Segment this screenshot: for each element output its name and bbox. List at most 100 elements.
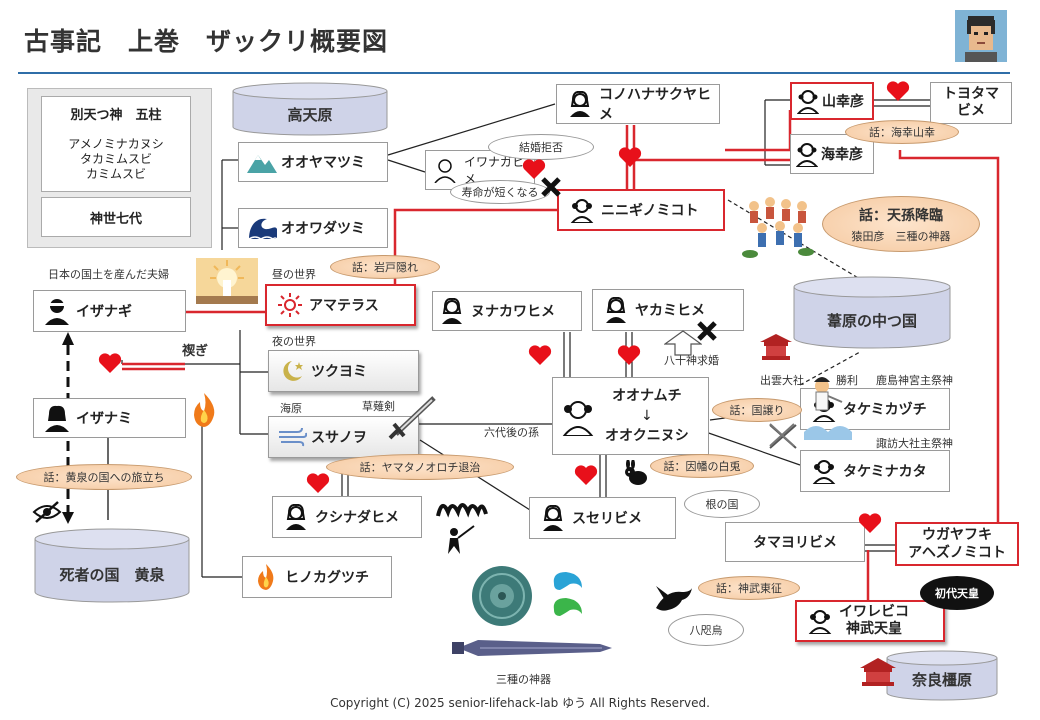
betsuamatsukami-title: 別天つ神 五柱	[70, 108, 162, 123]
izanami-box[interactable]: イザナミ	[33, 398, 186, 438]
konohana-box[interactable]: コノハナサクヤヒメ	[556, 84, 720, 124]
kashima-note: 鹿島神宮主祭神	[876, 374, 953, 387]
izanagi-label: イザナギ	[76, 304, 132, 320]
yakami-box[interactable]: ヤカミヒメ	[592, 289, 744, 331]
shodai-tennou-badge: 初代天皇	[920, 576, 994, 610]
amaterasu-illustration	[196, 258, 258, 304]
ninigi-box[interactable]: ニニギノミコト	[557, 189, 725, 231]
suwa-note: 諏訪大社主祭神	[876, 437, 953, 450]
nunakawa-label: ヌナカワヒメ	[471, 304, 555, 320]
yakami-label: ヤカミヒメ	[635, 303, 705, 319]
male-person-icon	[795, 139, 819, 169]
toyotama-box[interactable]: トヨタマ ビメ	[930, 82, 1012, 124]
mountain-icon	[247, 147, 277, 177]
oowadatsumi-box[interactable]: オオワダツミ	[238, 208, 388, 248]
tamayori-box[interactable]: タマヨリビメ	[725, 522, 865, 562]
izanagi-box[interactable]: イザナギ	[33, 290, 186, 332]
jinmu-tousei-bubble: 話：神武東征	[698, 576, 800, 600]
umisachi-box[interactable]: 海幸彦	[790, 134, 874, 174]
oowadatsumi-label: オオワダツミ	[281, 221, 365, 237]
yatagarasu-bubble: 八咫烏	[668, 614, 744, 646]
iwato-bubble: 話：岩戸隠れ	[330, 255, 440, 279]
izanami-label: イザナミ	[76, 411, 132, 427]
iwarebiko-box[interactable]: イワレビコ 神武天皇	[795, 600, 945, 642]
male-person-icon	[796, 86, 820, 116]
mirror-icon	[472, 566, 532, 626]
amaterasu-box[interactable]: アマテラス	[265, 284, 416, 326]
yamasachi-label: 山幸彦	[822, 94, 864, 110]
izanami-fire-icon	[194, 393, 215, 427]
yatagarasu-text: 八咫烏	[689, 624, 723, 637]
sacred-sword-icon	[452, 640, 612, 656]
nara-cylinder: 奈良橿原	[886, 650, 998, 702]
susanoo-box[interactable]: スサノヲ	[268, 416, 419, 458]
ooyamatsumi-box[interactable]: オオヤマツミ	[238, 142, 388, 182]
kushinada-box[interactable]: クシナダヒメ	[272, 496, 422, 538]
tenson-korin-bubble: 話：天孫降臨 猿田彦 三種の神器	[822, 196, 980, 252]
yomi-trip-bubble: 話：黄泉の国への旅立ち	[16, 464, 192, 490]
sun-icon	[275, 290, 305, 320]
takamagahara-label: 高天原	[287, 106, 333, 124]
izumo-shrine-icon	[760, 334, 792, 360]
yasogami-note: 八十神求婚	[664, 354, 719, 367]
tamayori-label: タマヨリビメ	[753, 535, 837, 551]
moon-icon	[277, 356, 307, 386]
betsuamatsukami-name: カミムスビ	[85, 167, 146, 181]
ugaya-label-line: ウガヤフキ	[922, 527, 992, 543]
umisachi-story-text: 話：海幸山幸	[869, 126, 935, 139]
oonamuchi-box[interactable]: オオナムチ ↓ オオクニヌシ	[552, 377, 709, 455]
betsuamatsukami-box: 別天つ神 五柱 アメノミナカヌシ タカミムスビ カミムスビ	[41, 96, 191, 192]
umisachi-label: 海幸彦	[821, 147, 863, 163]
ashihara-label: 葦原の中つ国	[826, 312, 917, 330]
transform-arrow: ↓	[641, 408, 653, 424]
iwarebiko-label: イワレビコ	[839, 604, 909, 620]
nunakawa-box[interactable]: ヌナカワヒメ	[432, 291, 582, 331]
tsukuyomi-box[interactable]: ツクヨミ	[268, 350, 419, 392]
yomi-trip-text: 話：黄泉の国への旅立ち	[43, 471, 165, 484]
takeminakata-box[interactable]: タケミナカタ	[800, 450, 950, 492]
author-avatar	[955, 10, 1007, 62]
nenokuni-text: 根の国	[705, 498, 739, 511]
kekkon-kyohi-text: 結婚拒否	[519, 141, 563, 154]
hinokagutsuchi-box[interactable]: ヒノカグツチ	[242, 556, 392, 598]
ashihara-cylinder: 葦原の中つ国	[793, 276, 951, 350]
up-arrow-icon	[664, 330, 702, 356]
male-person-icon	[42, 296, 72, 326]
yamasachi-box[interactable]: 山幸彦	[790, 82, 874, 120]
suseri-label: スセリビメ	[572, 511, 642, 527]
ugaya-box[interactable]: ウガヤフキ アヘズノミコト	[895, 522, 1019, 566]
sword-icon	[388, 396, 436, 440]
jumyou-text: 寿命が短くなる	[461, 186, 539, 199]
wave-icon	[247, 213, 277, 243]
rabbit-icon	[625, 460, 647, 485]
copyright-text: Copyright (C) 2025 senior-lifehack-lab ゆ…	[330, 696, 710, 710]
orochi-text: 話：ヤマタノオロチ退治	[359, 461, 481, 474]
sanshu-note: 三種の神器	[496, 673, 551, 686]
title-divider	[18, 72, 1010, 74]
konohana-label: コノハナサクヤヒメ	[599, 87, 711, 123]
hinokagutsuchi-label: ヒノカグツチ	[285, 570, 369, 586]
suseri-box[interactable]: スセリビメ	[529, 497, 676, 539]
ooyamatsumi-label: オオヤマツミ	[281, 155, 365, 171]
female-outline-icon	[430, 155, 460, 185]
heart-icon	[617, 345, 641, 365]
kusanagi-note: 草薙剣	[362, 400, 395, 413]
female-person-icon	[42, 403, 72, 433]
ookuninushi-label: オオクニヌシ	[605, 428, 689, 444]
nenokuni-bubble: 根の国	[684, 490, 760, 518]
rokudai-note: 六代後の孫	[484, 426, 539, 439]
magatama-icon	[553, 572, 582, 616]
toyotama-label-line: ビメ	[957, 103, 985, 119]
heart-icon	[858, 513, 882, 533]
page-title: 古事記 上巻 ザックリ概要図	[24, 27, 389, 56]
male-person-icon	[561, 394, 595, 438]
ninigi-label: ニニギノミコト	[601, 203, 699, 219]
ugaya-label-line: アヘズノミコト	[908, 545, 1006, 561]
heart-icon	[618, 147, 642, 167]
heart-icon	[98, 353, 122, 373]
cross-mark-icon	[541, 177, 561, 197]
kekkon-kyohi-bubble: 結婚拒否	[488, 134, 594, 160]
amaterasu-label: アマテラス	[309, 298, 379, 314]
unabara-note: 海原	[280, 402, 302, 415]
tenson-korin-sub: 猿田彦 三種の神器	[851, 229, 951, 243]
